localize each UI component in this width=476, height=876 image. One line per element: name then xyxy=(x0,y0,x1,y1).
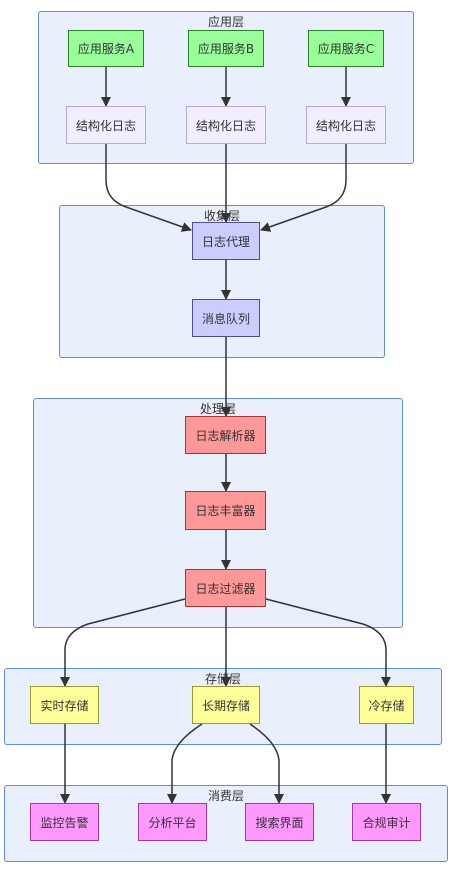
node-message-queue: 消息队列 xyxy=(192,299,260,337)
node-log-agent: 日志代理 xyxy=(192,222,260,260)
node-realtime-storage: 实时存储 xyxy=(30,686,99,724)
node-service-b: 应用服务B xyxy=(188,30,264,67)
layer-storage-title: 存储层 xyxy=(204,672,241,686)
node-monitoring-alert: 监控告警 xyxy=(30,803,99,841)
node-service-c: 应用服务C xyxy=(308,30,384,67)
node-analytics-platform: 分析平台 xyxy=(138,803,207,841)
node-service-a: 应用服务A xyxy=(68,30,144,67)
node-structured-log-b: 结构化日志 xyxy=(186,106,266,144)
layer-app-title: 应用层 xyxy=(207,15,244,29)
node-log-parser: 日志解析器 xyxy=(185,416,266,454)
node-cold-storage: 冷存储 xyxy=(359,686,414,724)
node-search-ui: 搜索界面 xyxy=(245,803,314,841)
node-longterm-storage: 长期存储 xyxy=(192,686,260,724)
node-log-filter: 日志过滤器 xyxy=(185,569,266,607)
layer-consume-title: 消费层 xyxy=(207,789,244,803)
node-structured-log-a: 结构化日志 xyxy=(66,106,146,144)
node-compliance-audit: 合规审计 xyxy=(352,803,421,841)
layer-process-title: 处理层 xyxy=(199,402,236,416)
node-structured-log-c: 结构化日志 xyxy=(306,106,386,144)
node-log-enricher: 日志丰富器 xyxy=(185,491,266,530)
